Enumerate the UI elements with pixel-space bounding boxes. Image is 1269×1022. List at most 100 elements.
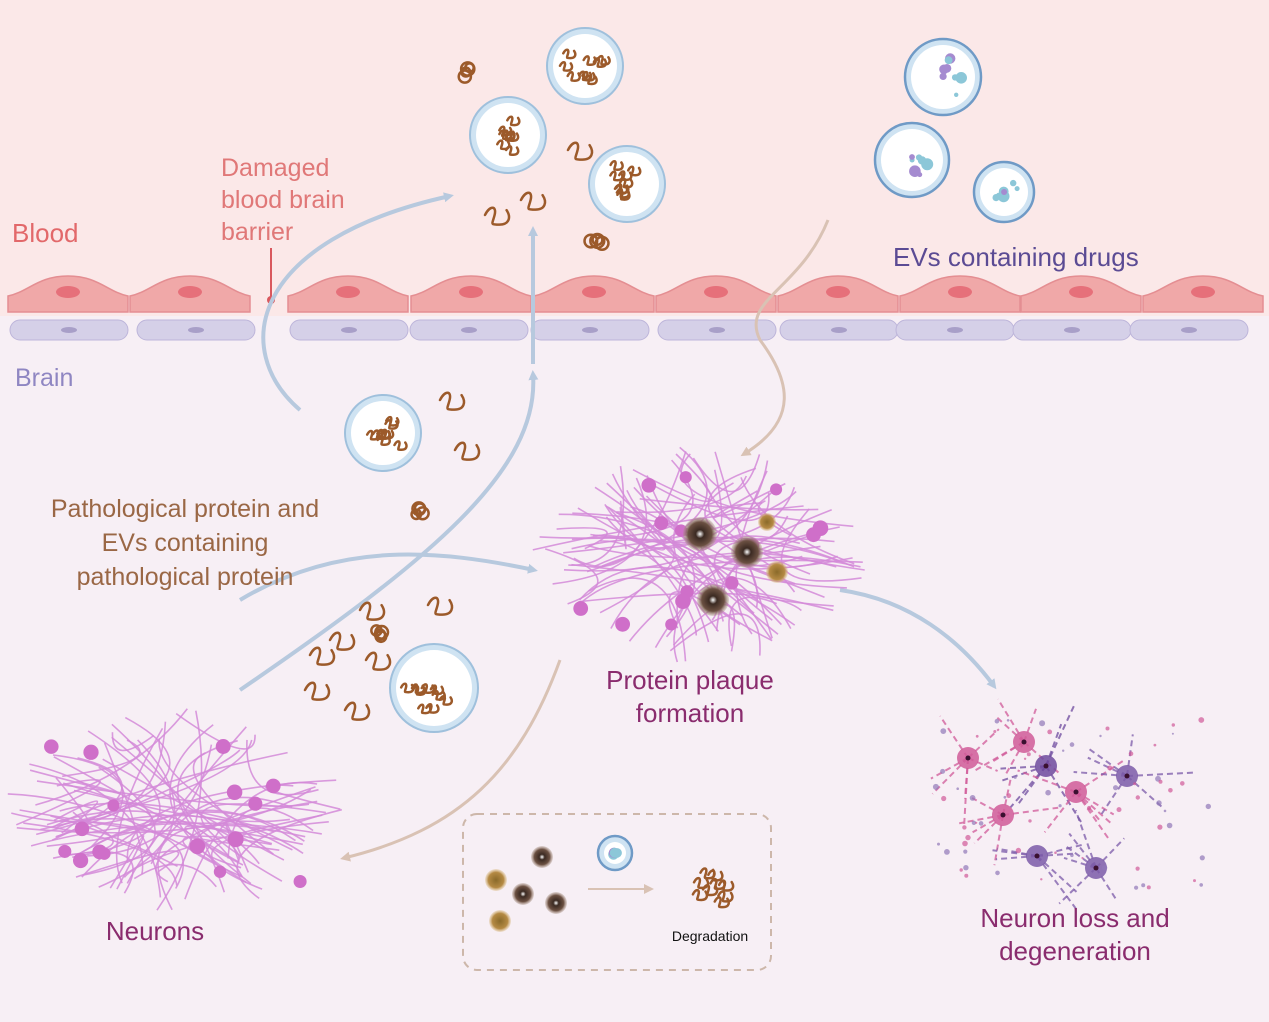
dendrite bbox=[1126, 771, 1195, 777]
fragment bbox=[1133, 782, 1137, 786]
fragment bbox=[995, 870, 1000, 876]
dendrite bbox=[1036, 855, 1078, 893]
ev-protein bbox=[389, 643, 479, 733]
protein-aggregate bbox=[410, 501, 430, 521]
plaque bbox=[697, 584, 729, 616]
fragment bbox=[962, 840, 968, 847]
neurite bbox=[653, 484, 770, 522]
fragment bbox=[994, 718, 1000, 724]
neurite bbox=[577, 482, 666, 551]
neuron-soma bbox=[44, 739, 59, 754]
fragment bbox=[1157, 824, 1163, 830]
fragment bbox=[1199, 883, 1203, 887]
drug-particle bbox=[944, 56, 953, 65]
drug-particle bbox=[917, 172, 923, 178]
fragment bbox=[1116, 807, 1122, 813]
evs-drugs-label: EVs containing drugs bbox=[893, 242, 1139, 272]
neuron-nucleus bbox=[1000, 812, 1006, 818]
neurite bbox=[40, 739, 253, 831]
drug-particle bbox=[609, 848, 620, 858]
cell-nucleus bbox=[709, 327, 725, 333]
neuron-soma bbox=[265, 778, 281, 794]
fragment bbox=[1168, 788, 1173, 793]
protein-aggregate bbox=[583, 232, 610, 251]
fragment bbox=[1135, 866, 1140, 871]
neurite bbox=[740, 477, 855, 565]
neuron-soma bbox=[98, 847, 111, 860]
arrow-neurons-to-blood bbox=[238, 370, 539, 692]
neurite bbox=[126, 779, 337, 863]
protein-strand bbox=[566, 141, 594, 161]
fragment bbox=[1015, 847, 1022, 854]
dendrite bbox=[1004, 741, 1025, 776]
neuron-soma bbox=[615, 616, 631, 632]
arrow-to-blood bbox=[261, 192, 454, 412]
neurite bbox=[639, 498, 819, 511]
neuron-soma bbox=[107, 799, 120, 812]
fragment bbox=[1134, 885, 1139, 890]
cell-nucleus bbox=[336, 286, 360, 298]
ev-cargo bbox=[393, 440, 408, 452]
neurite bbox=[572, 512, 759, 608]
plaque bbox=[758, 513, 776, 531]
inset-drug-ev bbox=[596, 834, 634, 872]
neurite bbox=[571, 563, 834, 612]
dendrite bbox=[1073, 771, 1128, 777]
neurite bbox=[607, 506, 698, 636]
drug-particle bbox=[955, 72, 967, 84]
dendrite bbox=[1075, 791, 1112, 824]
neuron-soma bbox=[248, 796, 263, 811]
fragment bbox=[971, 820, 977, 825]
ev-cargo bbox=[384, 418, 399, 430]
neuron-soma bbox=[654, 516, 669, 531]
neuron-soma bbox=[573, 601, 589, 616]
fragment bbox=[1198, 717, 1205, 723]
neuron-loss-line: Neuron loss and bbox=[980, 903, 1170, 933]
fragment bbox=[1158, 779, 1163, 784]
fragment bbox=[1101, 865, 1108, 871]
arrow-plaque-to-neurons bbox=[340, 659, 562, 862]
fragment bbox=[964, 873, 969, 878]
ev-cargo bbox=[566, 71, 581, 82]
neurite bbox=[672, 493, 773, 642]
plaque bbox=[683, 517, 717, 551]
neurite bbox=[35, 708, 188, 806]
neurite bbox=[72, 730, 161, 858]
dendrite bbox=[959, 814, 1004, 825]
neuron-nucleus bbox=[965, 755, 971, 761]
fragment bbox=[1180, 781, 1185, 786]
protein-fragment bbox=[699, 867, 716, 880]
fragment bbox=[1013, 775, 1017, 779]
fragment bbox=[1058, 804, 1062, 808]
fragment bbox=[1205, 803, 1212, 810]
cell-nucleus bbox=[948, 286, 972, 298]
protein-strand bbox=[438, 391, 466, 411]
drug-particle bbox=[1014, 186, 1020, 192]
cell-nucleus bbox=[61, 327, 77, 333]
neurite bbox=[605, 505, 779, 635]
ev-cargo bbox=[592, 57, 608, 69]
neurite bbox=[11, 721, 167, 823]
fragment bbox=[1135, 795, 1141, 800]
neuron-soma bbox=[226, 784, 243, 801]
fragment bbox=[969, 795, 976, 801]
neurite bbox=[103, 742, 144, 875]
ev-protein bbox=[344, 394, 422, 472]
ev-protein bbox=[469, 96, 547, 174]
cell-nucleus bbox=[582, 327, 598, 333]
pathological-protein-line: EVs containing bbox=[101, 529, 269, 557]
neuron-soma bbox=[293, 874, 307, 889]
glial-cell-layer bbox=[9, 319, 1249, 341]
pathological-protein-label: Pathological protein and EVs containing … bbox=[20, 492, 350, 594]
plaque-formation-line: Protein plaque bbox=[606, 665, 774, 695]
ev-cargo bbox=[558, 60, 574, 72]
neurite bbox=[83, 766, 156, 876]
degradation-label: Degradation bbox=[671, 928, 749, 944]
neuron-soma bbox=[665, 618, 678, 631]
neuron-nucleus bbox=[1124, 773, 1130, 779]
ev-cargo bbox=[562, 48, 577, 60]
neurite bbox=[669, 613, 761, 656]
cell-nucleus bbox=[461, 327, 477, 333]
protein-strand bbox=[364, 651, 392, 671]
